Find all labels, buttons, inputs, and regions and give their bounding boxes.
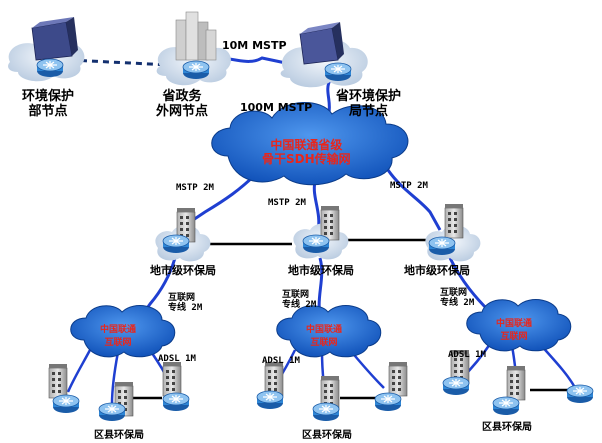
unicom-cloud-left	[70, 305, 176, 358]
router-icon	[374, 392, 402, 412]
link-label-mstp-mid: MSTP 2M	[268, 198, 306, 208]
county-mid-devices	[256, 361, 408, 422]
router-icon	[428, 236, 456, 256]
node-label-county-left: 区县环保局	[94, 430, 144, 441]
env-ministry-node	[8, 17, 85, 82]
link-backbone-city-mid	[312, 177, 321, 233]
router-icon	[256, 390, 284, 410]
building-icon	[388, 361, 408, 397]
link-cloud-right-bld-c	[539, 343, 576, 387]
building-icon	[506, 365, 526, 401]
router-icon	[492, 396, 520, 416]
link-label-mstp-left: MSTP 2M	[176, 183, 214, 193]
router-icon	[566, 384, 594, 404]
router-icon	[36, 58, 64, 78]
node-label-city-mid: 地市级环保局	[288, 264, 354, 277]
unicom-cloud-mid-label: 中国联通 互联网	[306, 325, 343, 348]
router-icon	[162, 392, 190, 412]
building-icon	[320, 205, 340, 241]
router-icon	[302, 234, 330, 254]
unicom-cloud-mid	[276, 305, 382, 358]
router-icon	[312, 402, 340, 422]
link-label-adsl-mid: ADSL 1M	[262, 356, 300, 366]
backbone-cloud-label: 中国联通省级 骨干SDH传输网	[262, 138, 351, 167]
unicom-cloud-right	[466, 299, 572, 352]
link-label-internet-left: 互联网 专线 2M	[168, 293, 203, 314]
link-label-10m: 10M MSTP	[222, 39, 287, 52]
node-label-gov-extranet: 省政务 外网节点	[156, 89, 209, 119]
link-label-internet-right: 互联网 专线 2M	[440, 288, 475, 309]
dashed-link-env-gov	[69, 58, 171, 67]
link-label-mstp-right: MSTP 2M	[390, 181, 428, 191]
router-icon	[52, 394, 80, 414]
link-city-left-county	[138, 257, 177, 319]
link-label-adsl-right: ADSL 1M	[448, 350, 486, 360]
city-left-node	[155, 207, 211, 262]
city-mid-node	[293, 205, 349, 260]
node-label-city-right: 地市级环保局	[404, 264, 470, 277]
building-icon	[162, 361, 182, 397]
router-icon	[98, 402, 126, 422]
link-label-internet-mid: 互联网 专线 2M	[282, 290, 317, 311]
node-label-provincial-env: 省环境保护 局节点	[336, 89, 402, 119]
building-icon	[48, 363, 68, 399]
link-label-adsl-left: ADSL 1M	[158, 354, 196, 364]
gov-extranet-node	[156, 11, 231, 86]
black-links	[132, 238, 568, 400]
city-right-node	[425, 203, 481, 262]
backbone-cloud	[211, 101, 409, 186]
unicom-cloud-left-label: 中国联通 互联网	[100, 325, 137, 348]
node-label-env-ministry: 环境保护 部节点	[22, 89, 75, 119]
router-icon	[442, 376, 470, 396]
unicom-cloud-right-label: 中国联通 互联网	[496, 319, 533, 342]
link-cloud-left-bld-b	[110, 351, 120, 405]
node-label-county-mid: 区县环保局	[302, 430, 352, 441]
link-backbone-city-right	[386, 169, 442, 231]
building-icon	[444, 203, 464, 239]
county-left-devices	[48, 361, 190, 422]
provincial-env-node	[280, 22, 368, 88]
router-icon	[324, 62, 352, 82]
router-icon	[162, 234, 190, 254]
node-label-city-left: 地市级环保局	[150, 264, 216, 277]
router-icon	[182, 60, 210, 80]
node-label-county-right: 区县环保局	[482, 422, 532, 433]
link-cloud-left-bld-a	[66, 349, 92, 393]
link-label-100m: 100M MSTP	[240, 101, 313, 114]
